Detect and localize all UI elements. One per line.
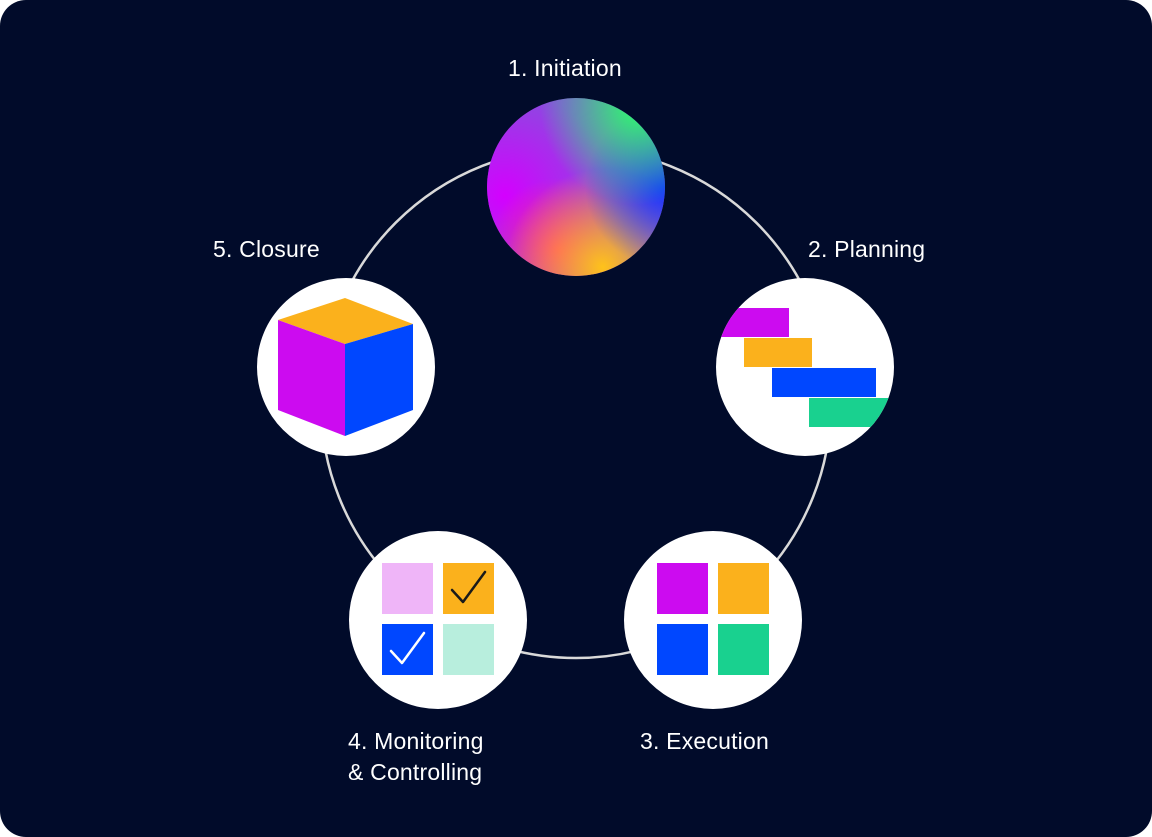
stage-node-planning xyxy=(716,278,894,456)
stage-label-monitoring: 4. Monitoring & Controlling xyxy=(348,726,484,788)
checklist-grid-icon xyxy=(382,563,494,675)
stage-label-initiation: 1. Initiation xyxy=(508,55,622,81)
stage-node-closure xyxy=(257,278,435,456)
stage-label-closure: 5. Closure xyxy=(213,236,320,262)
gantt-bars-icon xyxy=(716,308,894,427)
stage-label-monitoring-line2: & Controlling xyxy=(348,759,483,785)
color-grid-icon xyxy=(657,563,769,675)
stage-label-monitoring-line1: 4. Monitoring xyxy=(348,728,484,754)
gradient-orb-icon xyxy=(487,98,665,276)
check-icon xyxy=(389,631,426,665)
stage-label-execution: 3. Execution xyxy=(640,728,769,754)
cube-icon xyxy=(278,298,413,436)
check-icon xyxy=(450,570,487,604)
stage-node-execution xyxy=(624,531,802,709)
stage-label-planning: 2. Planning xyxy=(808,236,926,262)
stage-node-monitoring xyxy=(349,531,527,709)
